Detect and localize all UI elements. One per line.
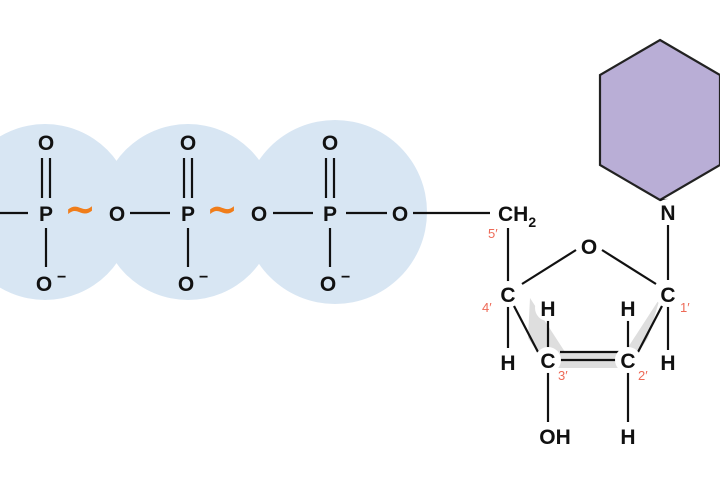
- phosphate-2-bottom-oxygen: O: [178, 273, 194, 296]
- hydroxyl-c3: OH: [539, 426, 571, 449]
- phosphate-2-phosphorus: P: [181, 203, 195, 226]
- high-energy-bond-2: ~: [206, 187, 238, 231]
- phosphate-1-charge: −: [57, 269, 66, 286]
- base-nitrogen: N: [660, 202, 675, 225]
- phosphate-3-phosphorus: P: [323, 203, 337, 226]
- carbon-number-5: 5′: [488, 226, 498, 241]
- carbon-4: C: [500, 284, 515, 307]
- carbon-3: C: [540, 350, 555, 373]
- phosphate-1-phosphorus: P: [39, 203, 53, 226]
- phosphate-2-background: [100, 124, 276, 300]
- phosphate-3-charge: −: [341, 269, 350, 286]
- phosphate-1-top-oxygen: O: [38, 132, 54, 155]
- ch2-subscript: 2: [528, 214, 536, 230]
- ch2-atom: CH: [498, 203, 528, 226]
- phosphate-backgrounds: [0, 120, 427, 304]
- phosphate-2-charge: −: [199, 269, 208, 286]
- ch2-group: CH2: [498, 203, 536, 230]
- phosphate-3-top-oxygen: O: [322, 132, 338, 155]
- hydrogen-c2-above: H: [620, 298, 635, 321]
- hydrogen-c3-above: H: [540, 298, 555, 321]
- phosphate-1-bottom-oxygen: O: [36, 273, 52, 296]
- carbon-number-4: 4′: [482, 300, 492, 315]
- phosphate-1-background: [0, 124, 133, 300]
- bridge-oxygen-2: O: [251, 203, 267, 226]
- carbon-number-3: 3′: [558, 368, 568, 383]
- carbon-1: C: [660, 284, 675, 307]
- hydrogen-c2-below: H: [620, 426, 635, 449]
- bridge-oxygen-1: O: [109, 203, 125, 226]
- bonds: [0, 158, 670, 422]
- carbon-number-1: 1′: [680, 300, 690, 315]
- carbon-number-2: 2′: [638, 368, 648, 383]
- hydrogen-c1-below: H: [660, 352, 675, 375]
- ring-oxygen: O: [581, 236, 597, 259]
- atom-backings: [495, 199, 681, 373]
- hydrogen-c4-below: H: [500, 352, 515, 375]
- nitrogenous-base-hexagon: [598, 38, 720, 202]
- carbon-2: C: [620, 350, 635, 373]
- phosphate-3-bottom-oxygen: O: [320, 273, 336, 296]
- high-energy-bond-1: ~: [64, 187, 96, 231]
- phosphate-3-background: [243, 120, 427, 304]
- bridge-oxygen-3: O: [392, 203, 408, 226]
- phosphate-2-top-oxygen: O: [180, 132, 196, 155]
